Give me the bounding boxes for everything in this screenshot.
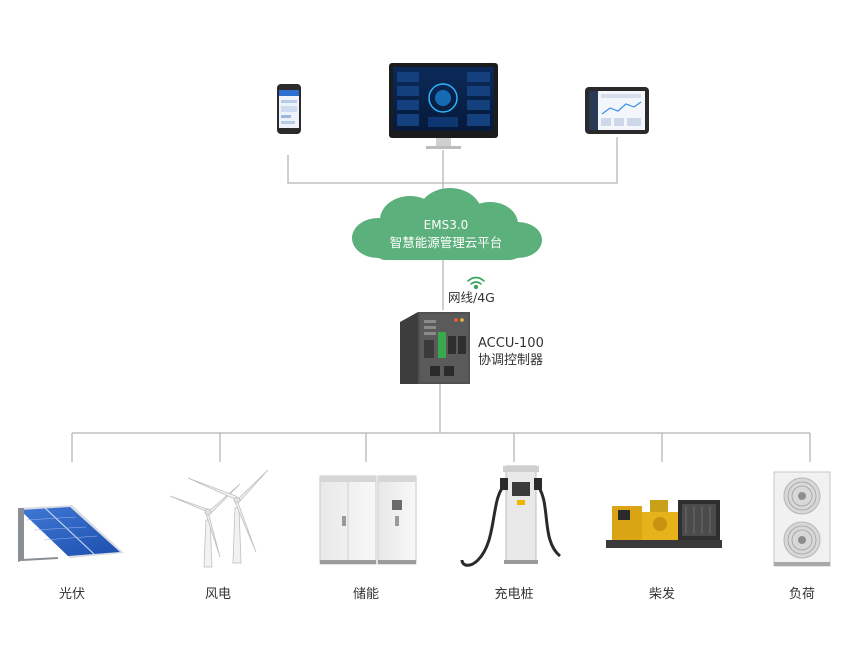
label-solar: 光伏 <box>59 587 85 602</box>
link-label: 网线/4G <box>448 290 495 305</box>
ev-charger-icon <box>460 465 562 567</box>
wind-turbine-icon <box>169 469 269 568</box>
cloud-platform: EMS3.0 智慧能源管理云平台 <box>352 188 542 260</box>
label-storage: 储能 <box>353 587 379 602</box>
label-wind: 风电 <box>205 587 231 602</box>
controller-device-icon <box>400 312 470 384</box>
cloud-title: EMS3.0 <box>424 218 469 232</box>
cloud-subtitle: 智慧能源管理云平台 <box>390 235 503 250</box>
cloud-icon <box>352 188 542 260</box>
energy-storage-cabinet-icon <box>319 475 417 565</box>
label-charger: 充电桩 <box>494 586 533 602</box>
wifi-icon <box>467 276 485 290</box>
controller-name: 协调控制器 <box>478 353 543 368</box>
solar-panel-icon <box>18 505 124 562</box>
diesel-generator-icon <box>606 500 722 548</box>
client-bus-line <box>287 137 618 184</box>
connector-lines <box>71 137 811 462</box>
label-generator: 柴发 <box>649 586 675 602</box>
controller-model: ACCU-100 <box>478 336 544 351</box>
device-labels: 光伏 风电 储能 充电桩 柴发 负荷 <box>59 586 815 602</box>
monitor-icon <box>389 63 498 149</box>
phone-icon <box>277 84 301 134</box>
tablet-icon <box>585 87 649 134</box>
load-hvac-unit-icon <box>773 471 831 567</box>
label-load: 负荷 <box>789 587 815 602</box>
